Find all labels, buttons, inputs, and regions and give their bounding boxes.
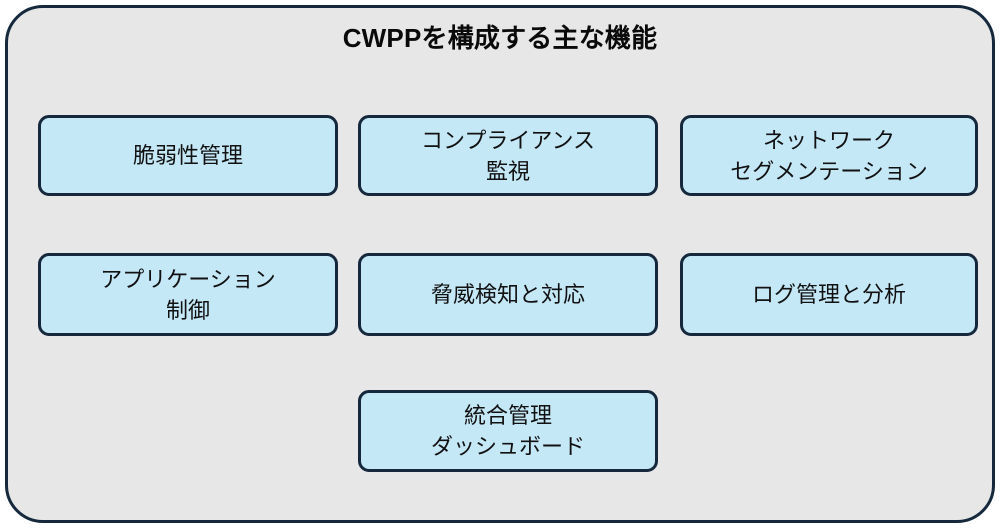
node-network-segmentation[interactable]: ネットワーク セグメンテーション <box>680 115 978 196</box>
node-label: 脆弱性管理 <box>132 143 243 168</box>
node-label: ログ管理と分析 <box>751 282 906 307</box>
node-label: 統合管理 ダッシュボード <box>430 403 585 459</box>
node-unified-dashboard[interactable]: 統合管理 ダッシュボード <box>358 390 658 472</box>
node-label: 脅威検知と対応 <box>430 282 585 307</box>
page-title: CWPPを構成する主な機能 <box>342 23 658 53</box>
node-log-management-analysis[interactable]: ログ管理と分析 <box>680 253 978 336</box>
node-vulnerability-management[interactable]: 脆弱性管理 <box>38 115 338 196</box>
node-compliance-monitoring[interactable]: コンプライアンス 監視 <box>358 115 658 196</box>
node-application-control[interactable]: アプリケーション 制御 <box>38 253 338 336</box>
node-label: ネットワーク セグメンテーション <box>730 127 928 184</box>
node-label: コンプライアンス 監視 <box>420 127 596 184</box>
diagram-panel: CWPPを構成する主な機能 脆弱性管理 コンプライアンス 監視 ネットワーク セ… <box>5 5 995 523</box>
node-threat-detection-response[interactable]: 脅威検知と対応 <box>358 253 658 336</box>
node-label: アプリケーション 制御 <box>100 266 276 323</box>
